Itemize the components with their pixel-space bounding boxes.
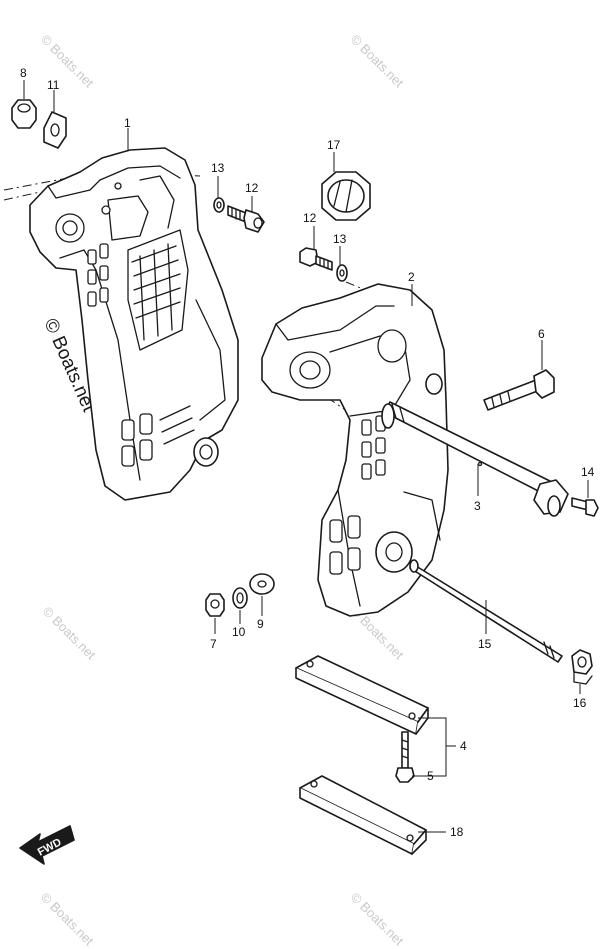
fwd-arrow-icon: FWD <box>19 825 75 865</box>
callout-4: 4 <box>460 739 467 753</box>
part-1-left-clamp-bracket <box>29 147 239 501</box>
callout-14: 14 <box>581 465 595 479</box>
part-13-washer-upper <box>213 197 225 213</box>
callout-10: 10 <box>232 625 246 639</box>
part-7-nut <box>205 593 225 617</box>
part-5-screw <box>395 731 415 783</box>
callout-1: 1 <box>124 116 131 130</box>
part-10-lock-washer <box>232 587 248 609</box>
callout-7: 7 <box>210 637 217 651</box>
callout-13-lower: 13 <box>333 232 347 246</box>
callout-5: 5 <box>427 769 434 783</box>
callout-2: 2 <box>408 270 415 284</box>
part-16-nut <box>571 649 593 685</box>
watermark-4: © Boats.net <box>40 604 99 663</box>
callout-15: 15 <box>478 637 492 651</box>
callout-13-upper: 13 <box>211 161 225 175</box>
callout-12-lower: 12 <box>303 211 317 225</box>
callout-11: 11 <box>47 78 60 92</box>
part-9-washer <box>249 573 275 595</box>
watermark-2: © Boats.net <box>348 32 407 91</box>
part-12-bolt-upper <box>227 205 265 233</box>
callout-3: 3 <box>474 499 481 513</box>
callout-8: 8 <box>20 66 27 80</box>
assembly-dash-line-mid <box>345 281 381 297</box>
part-2-right-clamp-bracket <box>261 283 449 617</box>
watermark-7: © Boats.net <box>348 890 407 949</box>
part-4-spacer-bar <box>295 655 429 735</box>
part-14-small-bolt <box>571 497 599 517</box>
watermark-6: © Boats.net <box>38 890 97 949</box>
fwd-label: FWD <box>36 836 64 858</box>
part-13-washer-lower <box>336 264 348 282</box>
callout-6: 6 <box>538 327 545 341</box>
leader-lines <box>23 80 589 833</box>
part-12-bolt-lower <box>299 247 333 271</box>
callout-17: 17 <box>327 138 341 152</box>
part-8-nut <box>11 99 37 129</box>
part-6-long-bolt <box>483 369 555 411</box>
part-3-tilt-tube <box>381 401 569 517</box>
part-18-spacer-bar <box>299 775 427 855</box>
callout-16: 16 <box>573 696 587 710</box>
callout-18: 18 <box>450 825 464 839</box>
callout-12-upper: 12 <box>245 181 259 195</box>
part-17-cap <box>321 171 371 221</box>
callout-9: 9 <box>257 617 264 631</box>
part-11-plate <box>43 111 67 149</box>
callout-labels: 8 11 1 13 12 17 12 13 2 6 14 3 7 10 9 15… <box>20 66 595 839</box>
